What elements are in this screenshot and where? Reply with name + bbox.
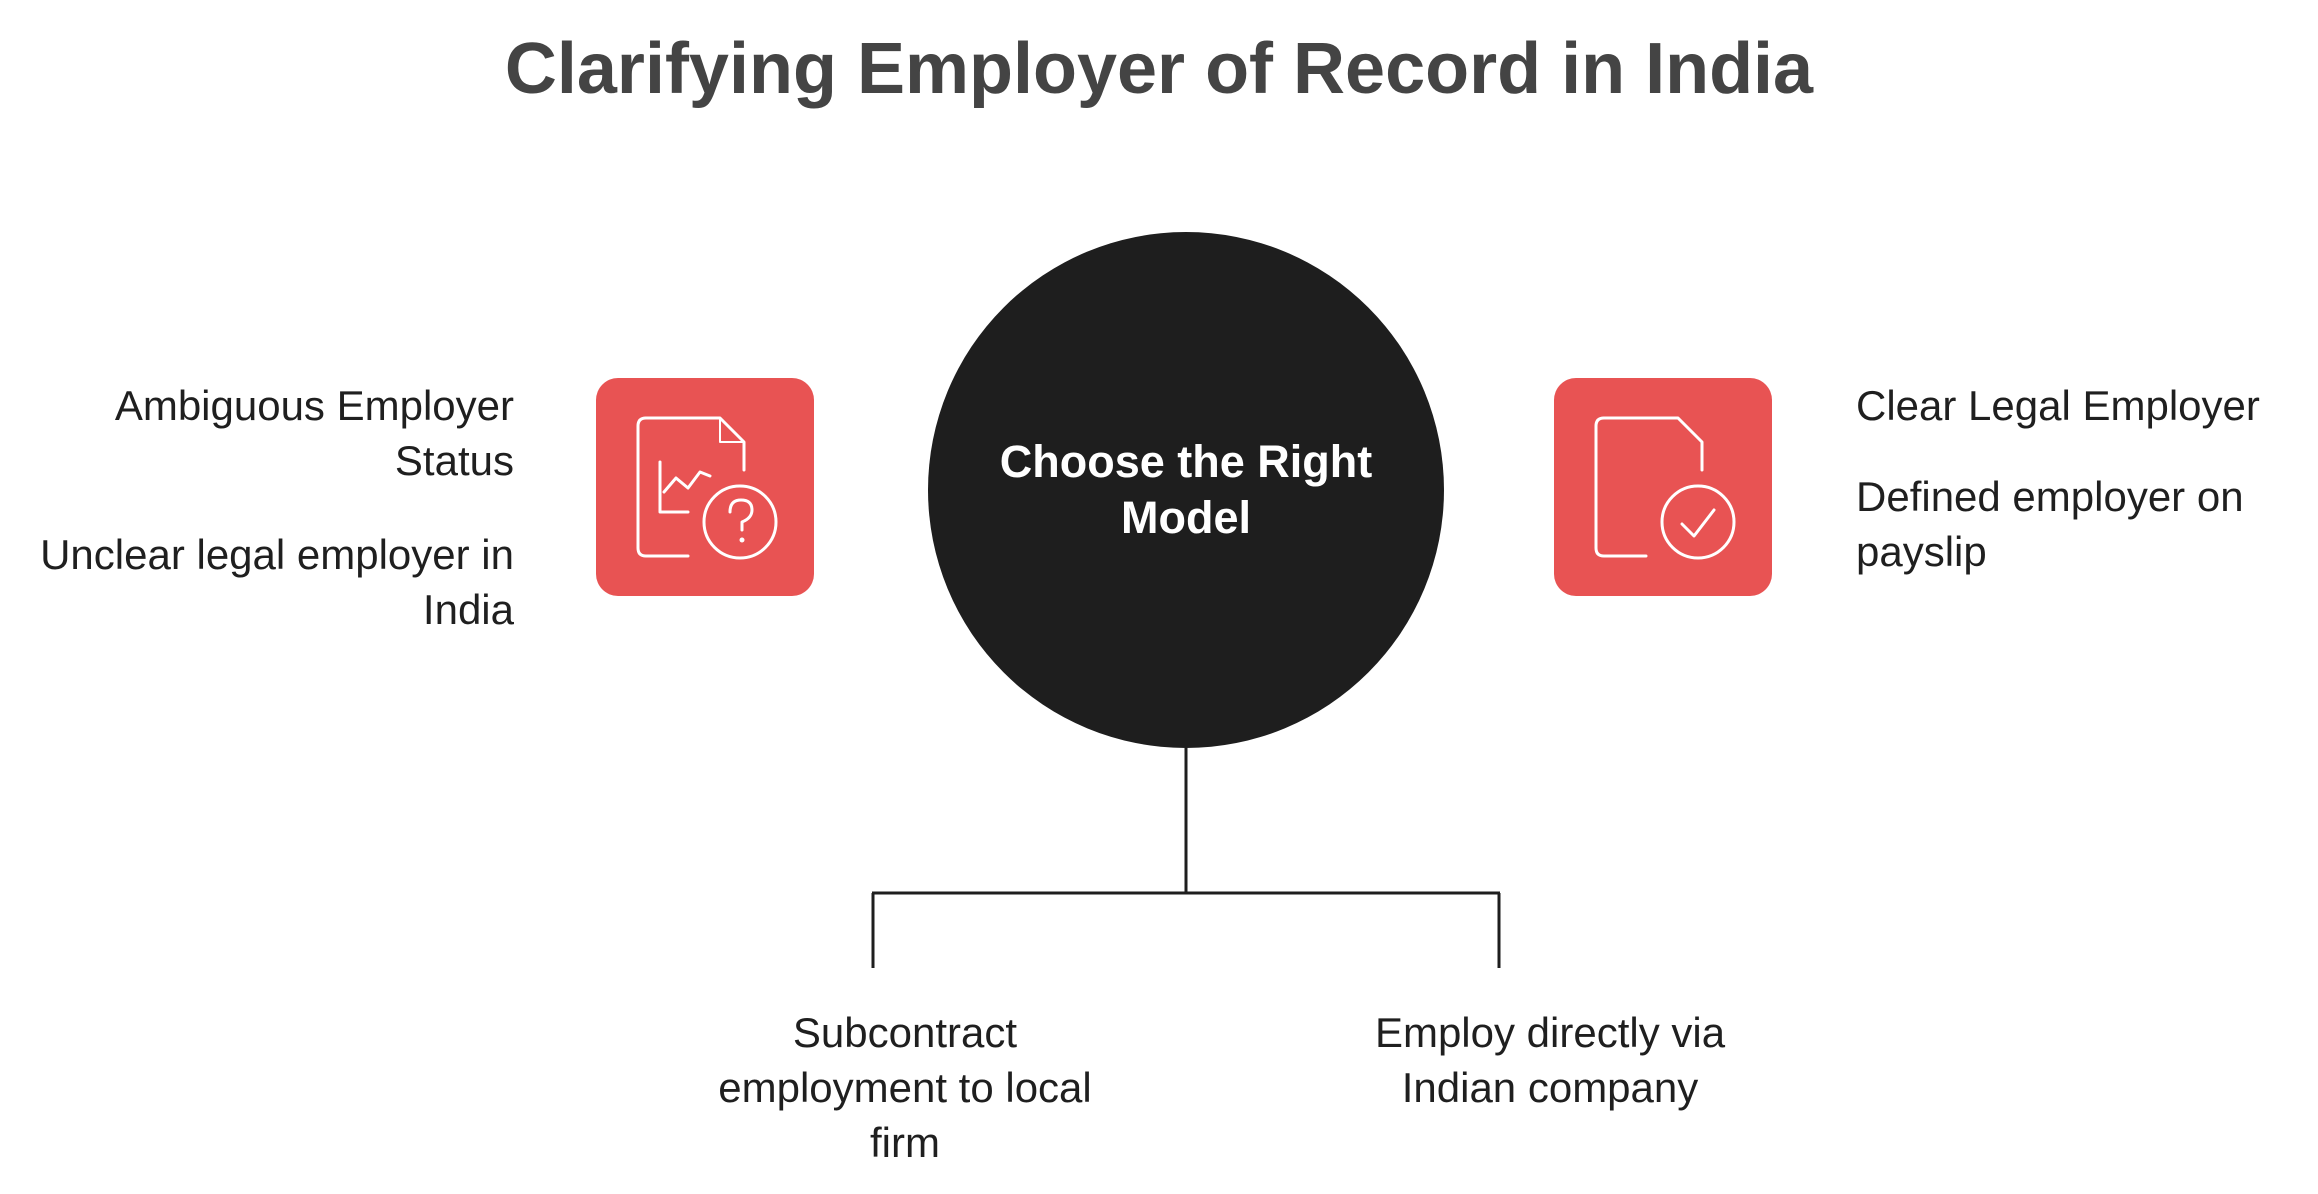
branch-direct-employ-label: Employ directly via Indian company [1374, 1009, 1726, 1111]
clear-employer-icon-box [1554, 378, 1772, 596]
document-check-icon [1594, 416, 1736, 560]
ambiguous-status-heading: Ambiguous Employer Status [114, 382, 514, 484]
clear-employer-heading: Clear Legal Employer [1856, 382, 2260, 429]
document-chart-question-icon [636, 416, 778, 560]
center-label: Choose the Right Model [999, 436, 1373, 543]
ambiguous-status-icon-box [596, 378, 814, 596]
ambiguous-status-description: Unclear legal employer in India [40, 531, 514, 633]
diagram-title: Clarifying Employer of Record in India [504, 29, 1814, 109]
branch-subcontract-label: Subcontract employment to local firm [718, 1009, 1092, 1166]
center-node: Choose the Right Model [928, 232, 1444, 748]
clear-employer-description: Defined employer on payslip [1856, 473, 2244, 575]
